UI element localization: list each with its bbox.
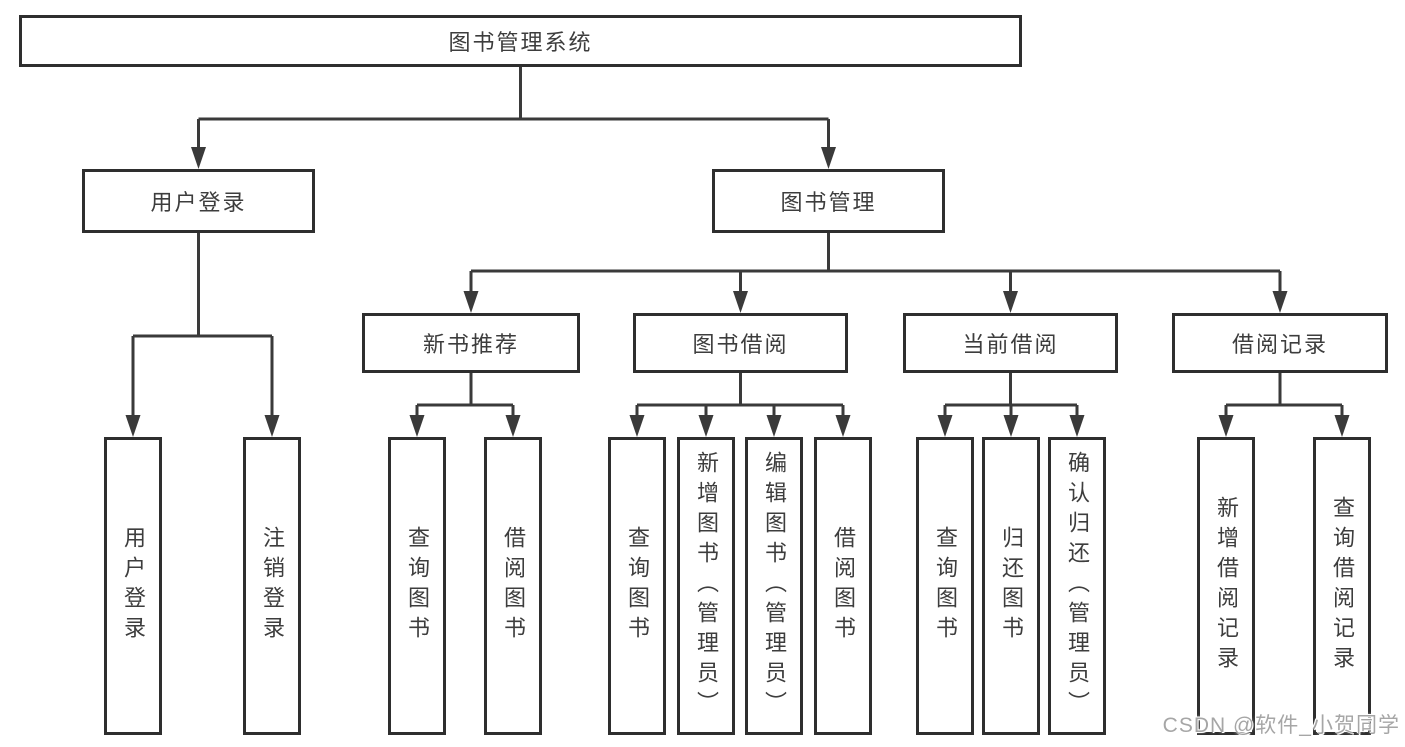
node-label: 借阅图书	[501, 526, 526, 646]
leaf-borrow-books-recommend: 借阅图书	[484, 437, 542, 735]
leaf-borrow-books: 借阅图书	[814, 437, 872, 735]
connector-book-management-to-level3	[463, 233, 1288, 313]
leaf-return-books: 归还图书	[982, 437, 1040, 735]
node-label: 查询借阅记录	[1330, 496, 1355, 676]
node-label: 确认归还（管理员）	[1065, 451, 1090, 721]
node-label: 查询图书	[933, 526, 958, 646]
connector-root-to-level2	[191, 67, 836, 169]
leaf-confirm-return-admin: 确认归还（管理员）	[1048, 437, 1106, 735]
node-new-book-recommendation: 新书推荐	[362, 313, 580, 373]
node-book-management: 图书管理	[712, 169, 945, 233]
leaf-user-login: 用户登录	[104, 437, 162, 735]
node-label: 查询图书	[405, 526, 430, 646]
leaf-query-books-borrowing: 查询图书	[608, 437, 666, 735]
node-label: 图书管理系统	[448, 30, 593, 55]
leaf-query-borrow-record: 查询借阅记录	[1313, 437, 1371, 735]
node-label: 用户登录	[121, 526, 146, 646]
node-label: 新书推荐	[422, 332, 519, 357]
node-label: 编辑图书（管理员）	[762, 451, 787, 721]
node-label: 用户登录	[150, 190, 247, 215]
connector-new-book-recommendation-children	[409, 373, 521, 437]
connector-current-borrowing-children	[937, 373, 1085, 437]
csdn-watermark: CSDN @软件_小贺同学	[1162, 714, 1400, 737]
node-label: 查询图书	[625, 526, 650, 646]
leaf-query-books-current: 查询图书	[916, 437, 974, 735]
node-borrowing-records: 借阅记录	[1172, 313, 1388, 373]
leaf-query-books-recommend: 查询图书	[388, 437, 446, 735]
connector-book-borrowing-children	[629, 373, 851, 437]
node-book-borrowing: 图书借阅	[633, 313, 848, 373]
leaf-add-borrow-record: 新增借阅记录	[1197, 437, 1255, 735]
node-current-borrowing: 当前借阅	[903, 313, 1118, 373]
node-label: 图书借阅	[692, 332, 789, 357]
leaf-edit-book-admin: 编辑图书（管理员）	[745, 437, 803, 735]
node-library-management-system: 图书管理系统	[19, 15, 1022, 67]
node-label: 注销登录	[260, 526, 285, 646]
node-label: 新增借阅记录	[1214, 496, 1239, 676]
connector-user-login-children	[125, 233, 280, 437]
leaf-add-book-admin: 新增图书（管理员）	[677, 437, 735, 735]
node-label: 归还图书	[999, 526, 1024, 646]
node-label: 当前借阅	[962, 332, 1059, 357]
node-label: 新增图书（管理员）	[694, 451, 719, 721]
node-user-login: 用户登录	[82, 169, 315, 233]
leaf-logout: 注销登录	[243, 437, 301, 735]
connector-borrowing-records-children	[1218, 373, 1350, 437]
node-label: 图书管理	[780, 190, 877, 215]
node-label: 借阅图书	[831, 526, 856, 646]
node-label: 借阅记录	[1231, 332, 1328, 357]
